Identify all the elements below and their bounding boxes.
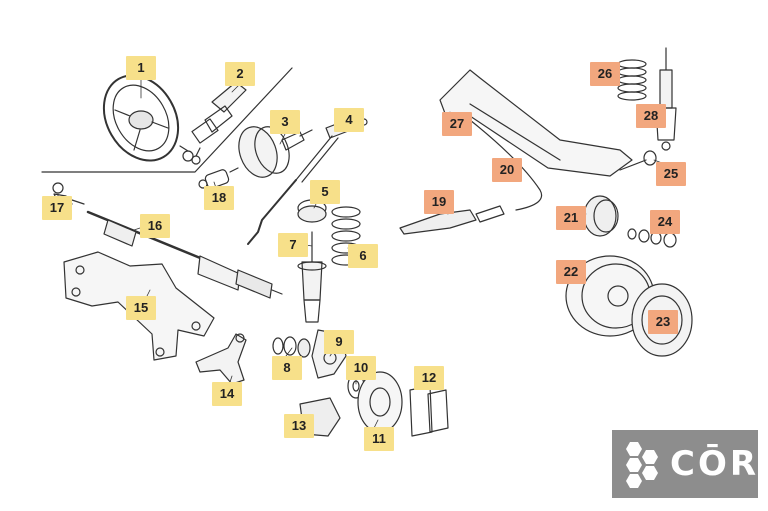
label-23: 23 bbox=[648, 310, 678, 334]
part-ignition-switch bbox=[198, 167, 239, 189]
logo-text: CŌR bbox=[670, 444, 760, 484]
brand-logo: CŌR bbox=[612, 430, 758, 498]
part-wheel-bearing bbox=[272, 336, 311, 358]
part-brake-pads bbox=[409, 385, 449, 437]
label-21: 21 bbox=[556, 206, 586, 230]
label-16: 16 bbox=[140, 214, 170, 238]
part-brake-drum bbox=[583, 195, 619, 237]
part-front-strut bbox=[297, 231, 327, 323]
label-10: 10 bbox=[346, 356, 376, 380]
label-6: 6 bbox=[348, 244, 378, 268]
part-rear-bush bbox=[619, 150, 657, 171]
hexagon-cluster-icon bbox=[626, 442, 658, 488]
label-26: 26 bbox=[590, 62, 620, 86]
label-25: 25 bbox=[656, 162, 686, 186]
label-19: 19 bbox=[424, 190, 454, 214]
label-20: 20 bbox=[492, 158, 522, 182]
part-handbrake-lever bbox=[399, 205, 505, 235]
label-8: 8 bbox=[272, 356, 302, 380]
part-rear-shock bbox=[655, 47, 677, 151]
label-12: 12 bbox=[414, 366, 444, 390]
label-18: 18 bbox=[204, 186, 234, 210]
label-27: 27 bbox=[442, 112, 472, 136]
label-24: 24 bbox=[650, 210, 680, 234]
label-22: 22 bbox=[556, 260, 586, 284]
part-brake-disc bbox=[357, 371, 403, 433]
part-lower-arm bbox=[195, 333, 247, 385]
part-steering-column bbox=[179, 81, 247, 165]
label-13: 13 bbox=[284, 414, 314, 438]
label-4: 4 bbox=[334, 108, 364, 132]
label-2: 2 bbox=[225, 62, 255, 86]
label-14: 14 bbox=[212, 382, 242, 406]
label-5: 5 bbox=[310, 180, 340, 204]
label-3: 3 bbox=[270, 110, 300, 134]
part-handbrake-cable bbox=[469, 119, 543, 211]
part-rear-spring bbox=[617, 59, 647, 101]
label-9: 9 bbox=[324, 330, 354, 354]
part-brake-servo bbox=[238, 126, 313, 178]
label-7: 7 bbox=[278, 233, 308, 257]
divider-line bbox=[41, 67, 293, 173]
label-15: 15 bbox=[126, 296, 156, 320]
label-11: 11 bbox=[364, 427, 394, 451]
label-28: 28 bbox=[636, 104, 666, 128]
label-1: 1 bbox=[126, 56, 156, 80]
part-steering-wheel bbox=[102, 74, 180, 162]
part-front-spring bbox=[331, 206, 361, 266]
label-17: 17 bbox=[42, 196, 72, 220]
part-strut-mount bbox=[297, 199, 327, 223]
